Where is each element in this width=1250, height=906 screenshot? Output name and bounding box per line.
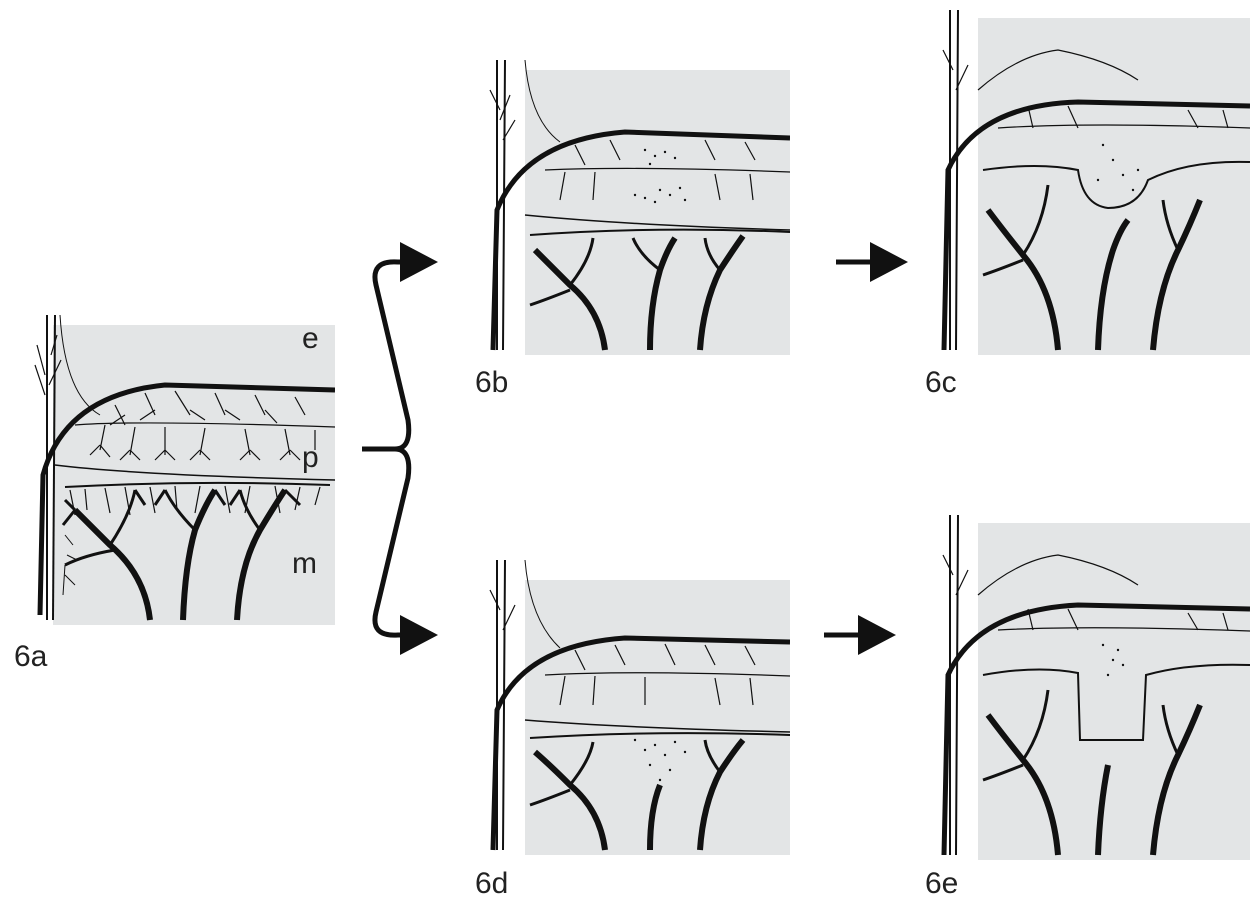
arrowhead-to-6d: [400, 615, 438, 655]
layer-label-p: p: [302, 441, 319, 475]
arrowhead-to-6e: [858, 615, 896, 655]
arrowhead-to-6c: [870, 242, 908, 282]
panel-6a-drawing: [15, 315, 335, 625]
panel-6b: [485, 60, 790, 355]
branch-arrow-upper: [362, 262, 409, 449]
panel-label-6e: 6e: [925, 867, 958, 901]
panel-label-6a: 6a: [14, 640, 47, 674]
panel-6c: [938, 10, 1250, 355]
panel-6b-drawing: [485, 60, 790, 355]
panel-6e-drawing: [938, 515, 1250, 860]
branch-arrow-lower: [362, 449, 409, 635]
panel-6d-drawing: [485, 560, 790, 855]
panel-label-6b: 6b: [475, 366, 508, 400]
panel-6c-drawing: [938, 10, 1250, 355]
layer-label-e: e: [302, 322, 319, 356]
panel-6a: [15, 315, 335, 625]
layer-label-m: m: [292, 547, 317, 581]
panel-label-6c: 6c: [925, 366, 957, 400]
arrowhead-to-6b: [400, 242, 438, 282]
panel-label-6d: 6d: [475, 867, 508, 901]
panel-6d: [485, 560, 790, 855]
panel-6e: [938, 515, 1250, 860]
